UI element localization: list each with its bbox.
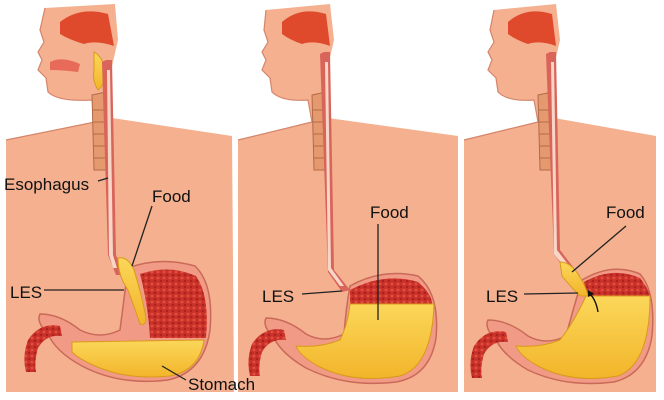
stomach-muscle-1 [140, 269, 207, 338]
label-les-1: LES [10, 283, 42, 302]
label-les-3: LES [486, 287, 518, 306]
label-food-3: Food [606, 203, 645, 222]
panel-1 [6, 4, 234, 392]
panel-3 [464, 4, 656, 392]
label-les-2: LES [262, 287, 294, 306]
label-esophagus: Esophagus [4, 175, 89, 194]
panel-2 [238, 4, 458, 392]
label-food-2: Food [370, 203, 409, 222]
label-stomach: Stomach [188, 375, 255, 394]
label-food-1: Food [152, 187, 191, 206]
